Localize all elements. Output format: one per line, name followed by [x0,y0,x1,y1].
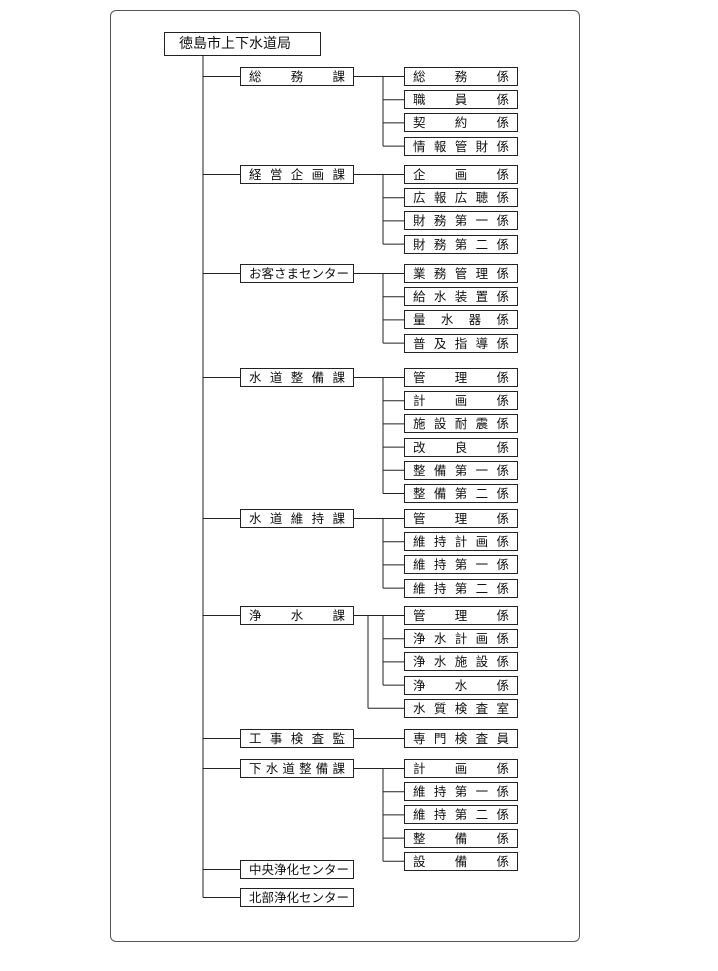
section-box-3-5-label: 整備第二係 [413,486,509,501]
section-box-5-0-label: 管理係 [413,608,509,623]
section-box-2-3: 普及指導係 [404,333,518,353]
department-box-1: 経営企画課 [240,165,354,184]
department-box-3-label: 水道整備課 [249,370,345,385]
section-box-7-1-label: 維持第一係 [413,784,509,800]
department-box-0-label: 総務課 [249,69,345,84]
section-box-3-0: 管理係 [404,368,518,387]
section-box-5-4: 水質検査室 [404,698,518,718]
department-box-4-label: 水道維持課 [249,511,345,526]
org-chart-frame [110,10,580,942]
section-box-2-1-label: 給水装置係 [413,289,509,305]
section-box-5-2-label: 浄水施設係 [413,654,509,670]
section-box-5-1-label: 浄水計画係 [413,631,509,647]
department-box-5: 浄水課 [240,606,354,625]
section-box-0-2-label: 契約係 [413,115,509,131]
section-box-3-5: 整備第二係 [404,484,518,503]
department-box-9: 北部浄化センター [240,888,354,907]
org-root-label: 徳島市上下水道局 [179,36,291,52]
section-box-7-3-label: 整備係 [413,830,509,846]
section-box-4-0-label: 管理係 [413,511,509,526]
department-box-3: 水道整備課 [240,368,354,387]
section-box-5-0: 管理係 [404,606,518,625]
department-box-0: 総務課 [240,67,354,86]
section-box-7-1: 維持第一係 [404,782,518,802]
section-box-7-4: 設備係 [404,851,518,871]
section-box-7-0-label: 計画係 [413,761,509,776]
section-box-7-0: 計画係 [404,759,518,778]
section-box-5-1: 浄水計画係 [404,629,518,649]
department-box-7-label: 下水道整備課 [249,761,345,776]
section-box-2-2-label: 量水器係 [413,312,509,328]
section-box-0-3-label: 情報管財係 [413,138,509,154]
section-box-4-2-label: 維持第一係 [413,557,509,573]
department-box-2: お客さまセンター [240,264,354,283]
section-box-0-1: 職員係 [404,90,518,110]
section-box-2-2: 量水器係 [404,310,518,330]
section-box-1-0-label: 企画係 [413,167,509,182]
section-box-7-4-label: 設備係 [413,853,509,869]
section-box-4-3: 維持第二係 [404,578,518,598]
section-box-5-3: 浄水係 [404,675,518,695]
department-box-8-label: 中央浄化センター [249,862,350,877]
section-box-0-0: 総務係 [404,67,518,86]
department-box-2-label: お客さまセンター [249,266,350,281]
section-box-6-0: 専門検査員 [404,729,518,748]
section-box-0-2: 契約係 [404,113,518,133]
section-box-4-3-label: 維持第二係 [413,580,509,596]
section-box-4-2: 維持第一係 [404,555,518,575]
section-box-6-0-label: 専門検査員 [413,731,509,746]
section-box-1-2: 財務第一係 [404,211,518,231]
department-box-1-label: 経営企画課 [249,167,345,182]
department-box-8: 中央浄化センター [240,860,354,879]
section-box-3-0-label: 管理係 [413,370,509,385]
section-box-1-3-label: 財務第二係 [413,236,509,252]
section-box-1-2-label: 財務第一係 [413,213,509,229]
section-box-0-0-label: 総務係 [413,69,509,84]
section-box-2-0-label: 業務管理係 [413,266,509,281]
section-box-0-1-label: 職員係 [413,92,509,108]
section-box-7-2-label: 維持第二係 [413,807,509,823]
department-box-5-label: 浄水課 [249,608,345,623]
section-box-1-1: 広報広聴係 [404,188,518,208]
org-root-box: 徳島市上下水道局 [164,32,321,56]
department-box-6: 工事検査監 [240,729,354,748]
section-box-3-1: 計画係 [404,391,518,411]
section-box-4-0: 管理係 [404,509,518,528]
section-box-1-3: 財務第二係 [404,234,518,254]
section-box-4-1: 維持計画係 [404,532,518,552]
section-box-5-4-label: 水質検査室 [413,700,509,716]
department-box-4: 水道維持課 [240,509,354,528]
section-box-5-2: 浄水施設係 [404,652,518,672]
section-box-3-1-label: 計画係 [413,393,509,409]
section-box-3-2-label: 施設耐震係 [413,416,509,432]
section-box-7-3: 整備係 [404,828,518,848]
section-box-3-2: 施設耐震係 [404,414,518,434]
department-box-6-label: 工事検査監 [249,731,345,746]
section-box-4-1-label: 維持計画係 [413,534,509,550]
section-box-3-3: 改良係 [404,437,518,457]
section-box-2-0: 業務管理係 [404,264,518,283]
section-box-5-3-label: 浄水係 [413,677,509,693]
section-box-1-0: 企画係 [404,165,518,184]
section-box-3-4-label: 整備第一係 [413,462,509,478]
department-box-7: 下水道整備課 [240,759,354,778]
section-box-0-3: 情報管財係 [404,136,518,156]
section-box-1-1-label: 広報広聴係 [413,190,509,206]
section-box-7-2: 維持第二係 [404,805,518,825]
section-box-2-1: 給水装置係 [404,287,518,307]
department-box-9-label: 北部浄化センター [249,890,350,905]
section-box-3-4: 整備第一係 [404,460,518,480]
section-box-2-3-label: 普及指導係 [413,335,509,351]
section-box-3-3-label: 改良係 [413,439,509,455]
